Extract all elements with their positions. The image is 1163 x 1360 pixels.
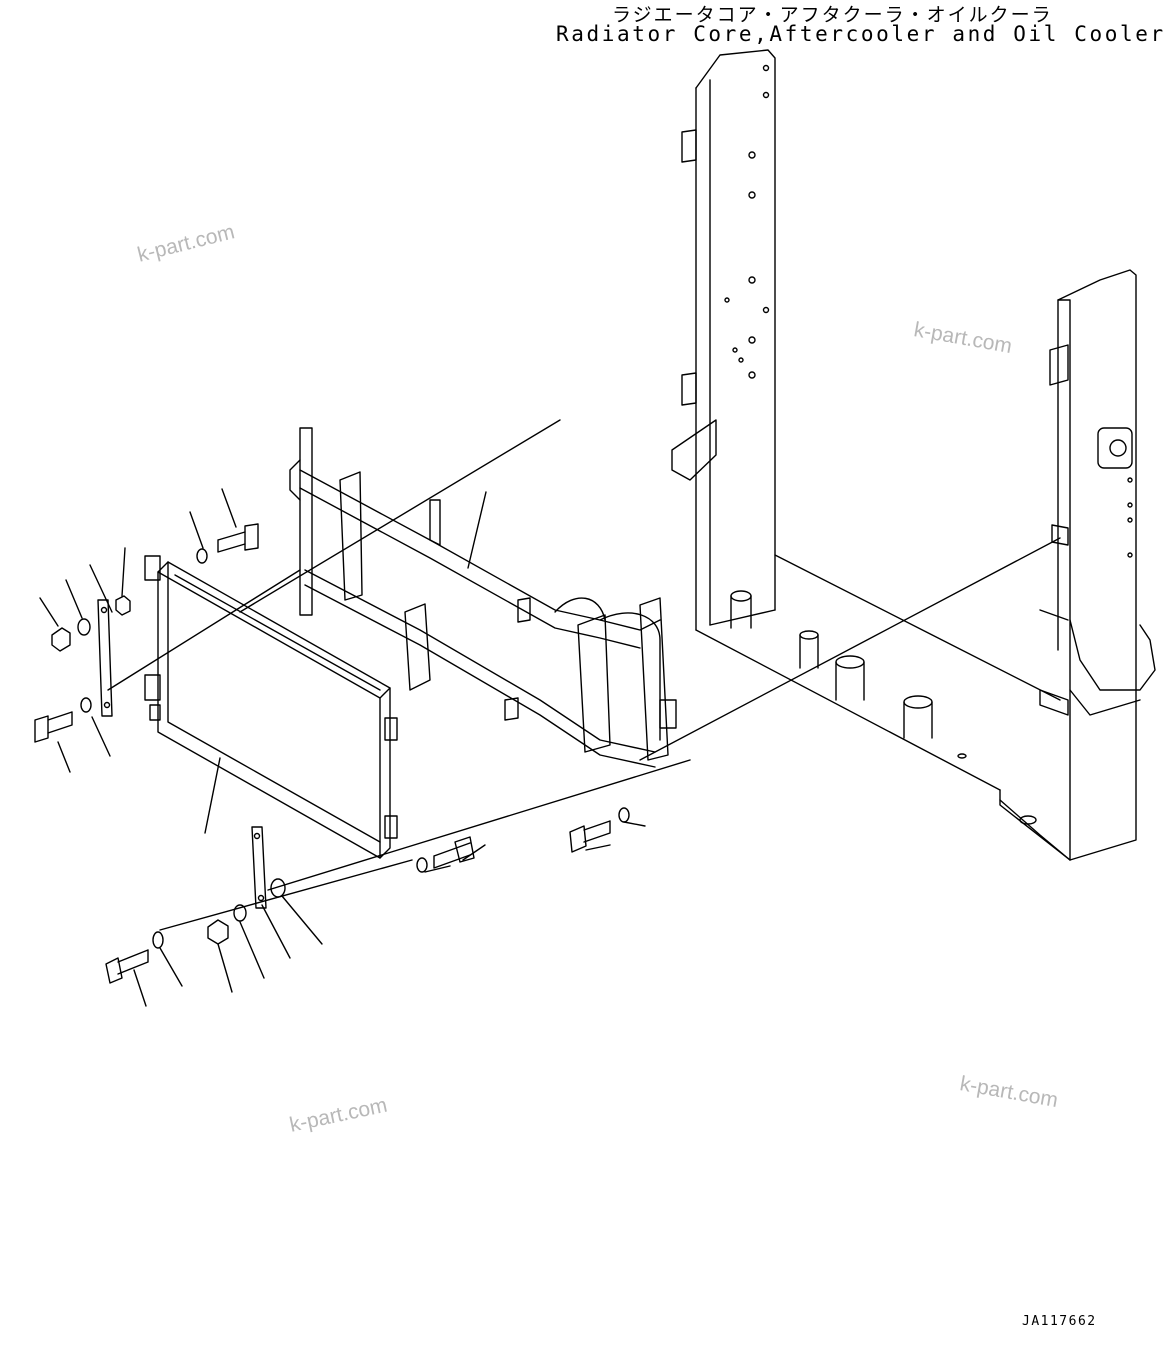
diagram-title-english: Radiator Core,Aftercooler and Oil Cooler bbox=[556, 22, 1163, 46]
diagram-title-japanese: ラジエータコア・アフタクーラ・オイルクーラ bbox=[612, 4, 1053, 26]
cooler-bracket-assembly bbox=[289, 427, 677, 768]
drawing-code: JA117662 bbox=[1022, 1314, 1097, 1329]
leader-lines bbox=[39, 419, 1061, 1007]
fasteners bbox=[34, 523, 630, 984]
radiator-frame bbox=[671, 49, 1156, 861]
cooler-core bbox=[144, 555, 398, 859]
mounting-straps bbox=[97, 599, 267, 909]
